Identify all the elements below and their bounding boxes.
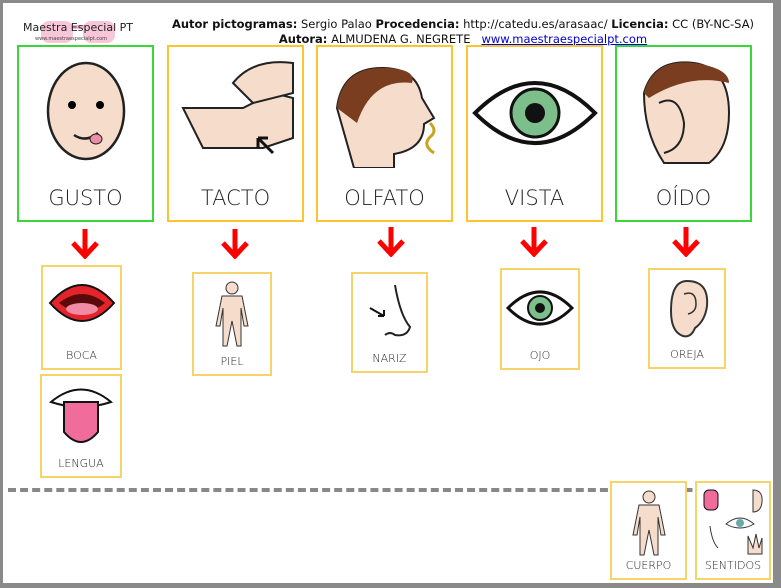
arrow-down-icon xyxy=(520,227,548,257)
sense-label: OÍDO xyxy=(655,186,712,210)
eye-icon xyxy=(471,81,598,145)
logo: Maestra Especial PT www.maestraespecialp… xyxy=(21,15,141,49)
arrow-down-icon xyxy=(377,227,405,257)
autora-label: Autora: xyxy=(278,32,328,46)
organ-card-boca: BOCA xyxy=(41,265,122,370)
face-tasting-icon xyxy=(46,61,125,161)
organ-label: NARIZ xyxy=(372,352,407,365)
arrow-down-icon xyxy=(71,229,99,259)
sense-card-vista: VISTA xyxy=(466,45,603,222)
sense-label: OLFATO xyxy=(344,186,425,210)
senses-icon xyxy=(703,489,763,555)
sense-label: TACTO xyxy=(200,186,271,210)
eye-icon xyxy=(505,290,575,326)
card-label: CUERPO xyxy=(625,559,672,572)
autora: ALMUDENA G. NEGRETE xyxy=(331,32,471,46)
sense-card-tacto: TACTO xyxy=(167,45,304,222)
organ-label: OJO xyxy=(529,349,551,362)
autor-label: Autor pictogramas: xyxy=(171,17,298,31)
glasses-icon xyxy=(41,21,115,43)
organ-card-nariz: NARIZ xyxy=(351,272,428,373)
body-skin-icon xyxy=(215,281,249,347)
procedencia-label: Procedencia: xyxy=(375,17,460,31)
card-label: SENTIDOS xyxy=(704,559,762,572)
sense-card-oido: OÍDO xyxy=(615,45,752,222)
body-icon xyxy=(631,490,666,556)
tongue-icon xyxy=(48,388,114,443)
arrow-down-icon xyxy=(221,229,249,259)
organ-label: PIEL xyxy=(220,355,244,368)
website-link[interactable]: www.maestraespecialpt.com xyxy=(481,32,648,46)
licencia: CC (BY-NC-SA) xyxy=(672,17,755,31)
organ-card-piel: PIEL xyxy=(192,272,272,376)
organ-label: LENGUA xyxy=(58,457,104,470)
nose-icon xyxy=(369,284,411,337)
hand-touch-icon xyxy=(181,61,294,155)
sense-card-olfato: OLFATO xyxy=(316,45,453,222)
organ-card-oreja: OREJA xyxy=(648,268,726,369)
procedencia: http://catedu.es/arasaac/ xyxy=(463,17,608,31)
logo-title: Maestra Especial PT xyxy=(23,21,133,34)
credits: Autor pictogramas: Sergio Palao Proceden… xyxy=(153,17,773,47)
organ-card-ojo: OJO xyxy=(500,268,580,370)
ear-listen-icon xyxy=(642,61,730,164)
nose-smell-icon xyxy=(335,66,436,168)
autor: Sergio Palao xyxy=(301,17,372,31)
ear-icon xyxy=(669,279,709,338)
dashed-divider xyxy=(8,488,765,492)
logo-subtitle: www.maestraespecialpt.com xyxy=(35,36,108,42)
mouth-icon xyxy=(48,284,115,322)
sense-label: GUSTO xyxy=(48,186,123,210)
sense-label: VISTA xyxy=(504,186,565,210)
licencia-label: Licencia: xyxy=(611,17,669,31)
card-sentidos: SENTIDOS xyxy=(695,481,771,580)
worksheet: Maestra Especial PT www.maestraespecialp… xyxy=(3,3,773,583)
organ-label: BOCA xyxy=(66,349,97,362)
organ-label: OREJA xyxy=(670,348,704,361)
arrow-down-icon xyxy=(672,227,700,257)
organ-card-lengua: LENGUA xyxy=(40,374,122,478)
sense-card-gusto: GUSTO xyxy=(17,45,154,222)
card-cuerpo: CUERPO xyxy=(610,481,687,580)
